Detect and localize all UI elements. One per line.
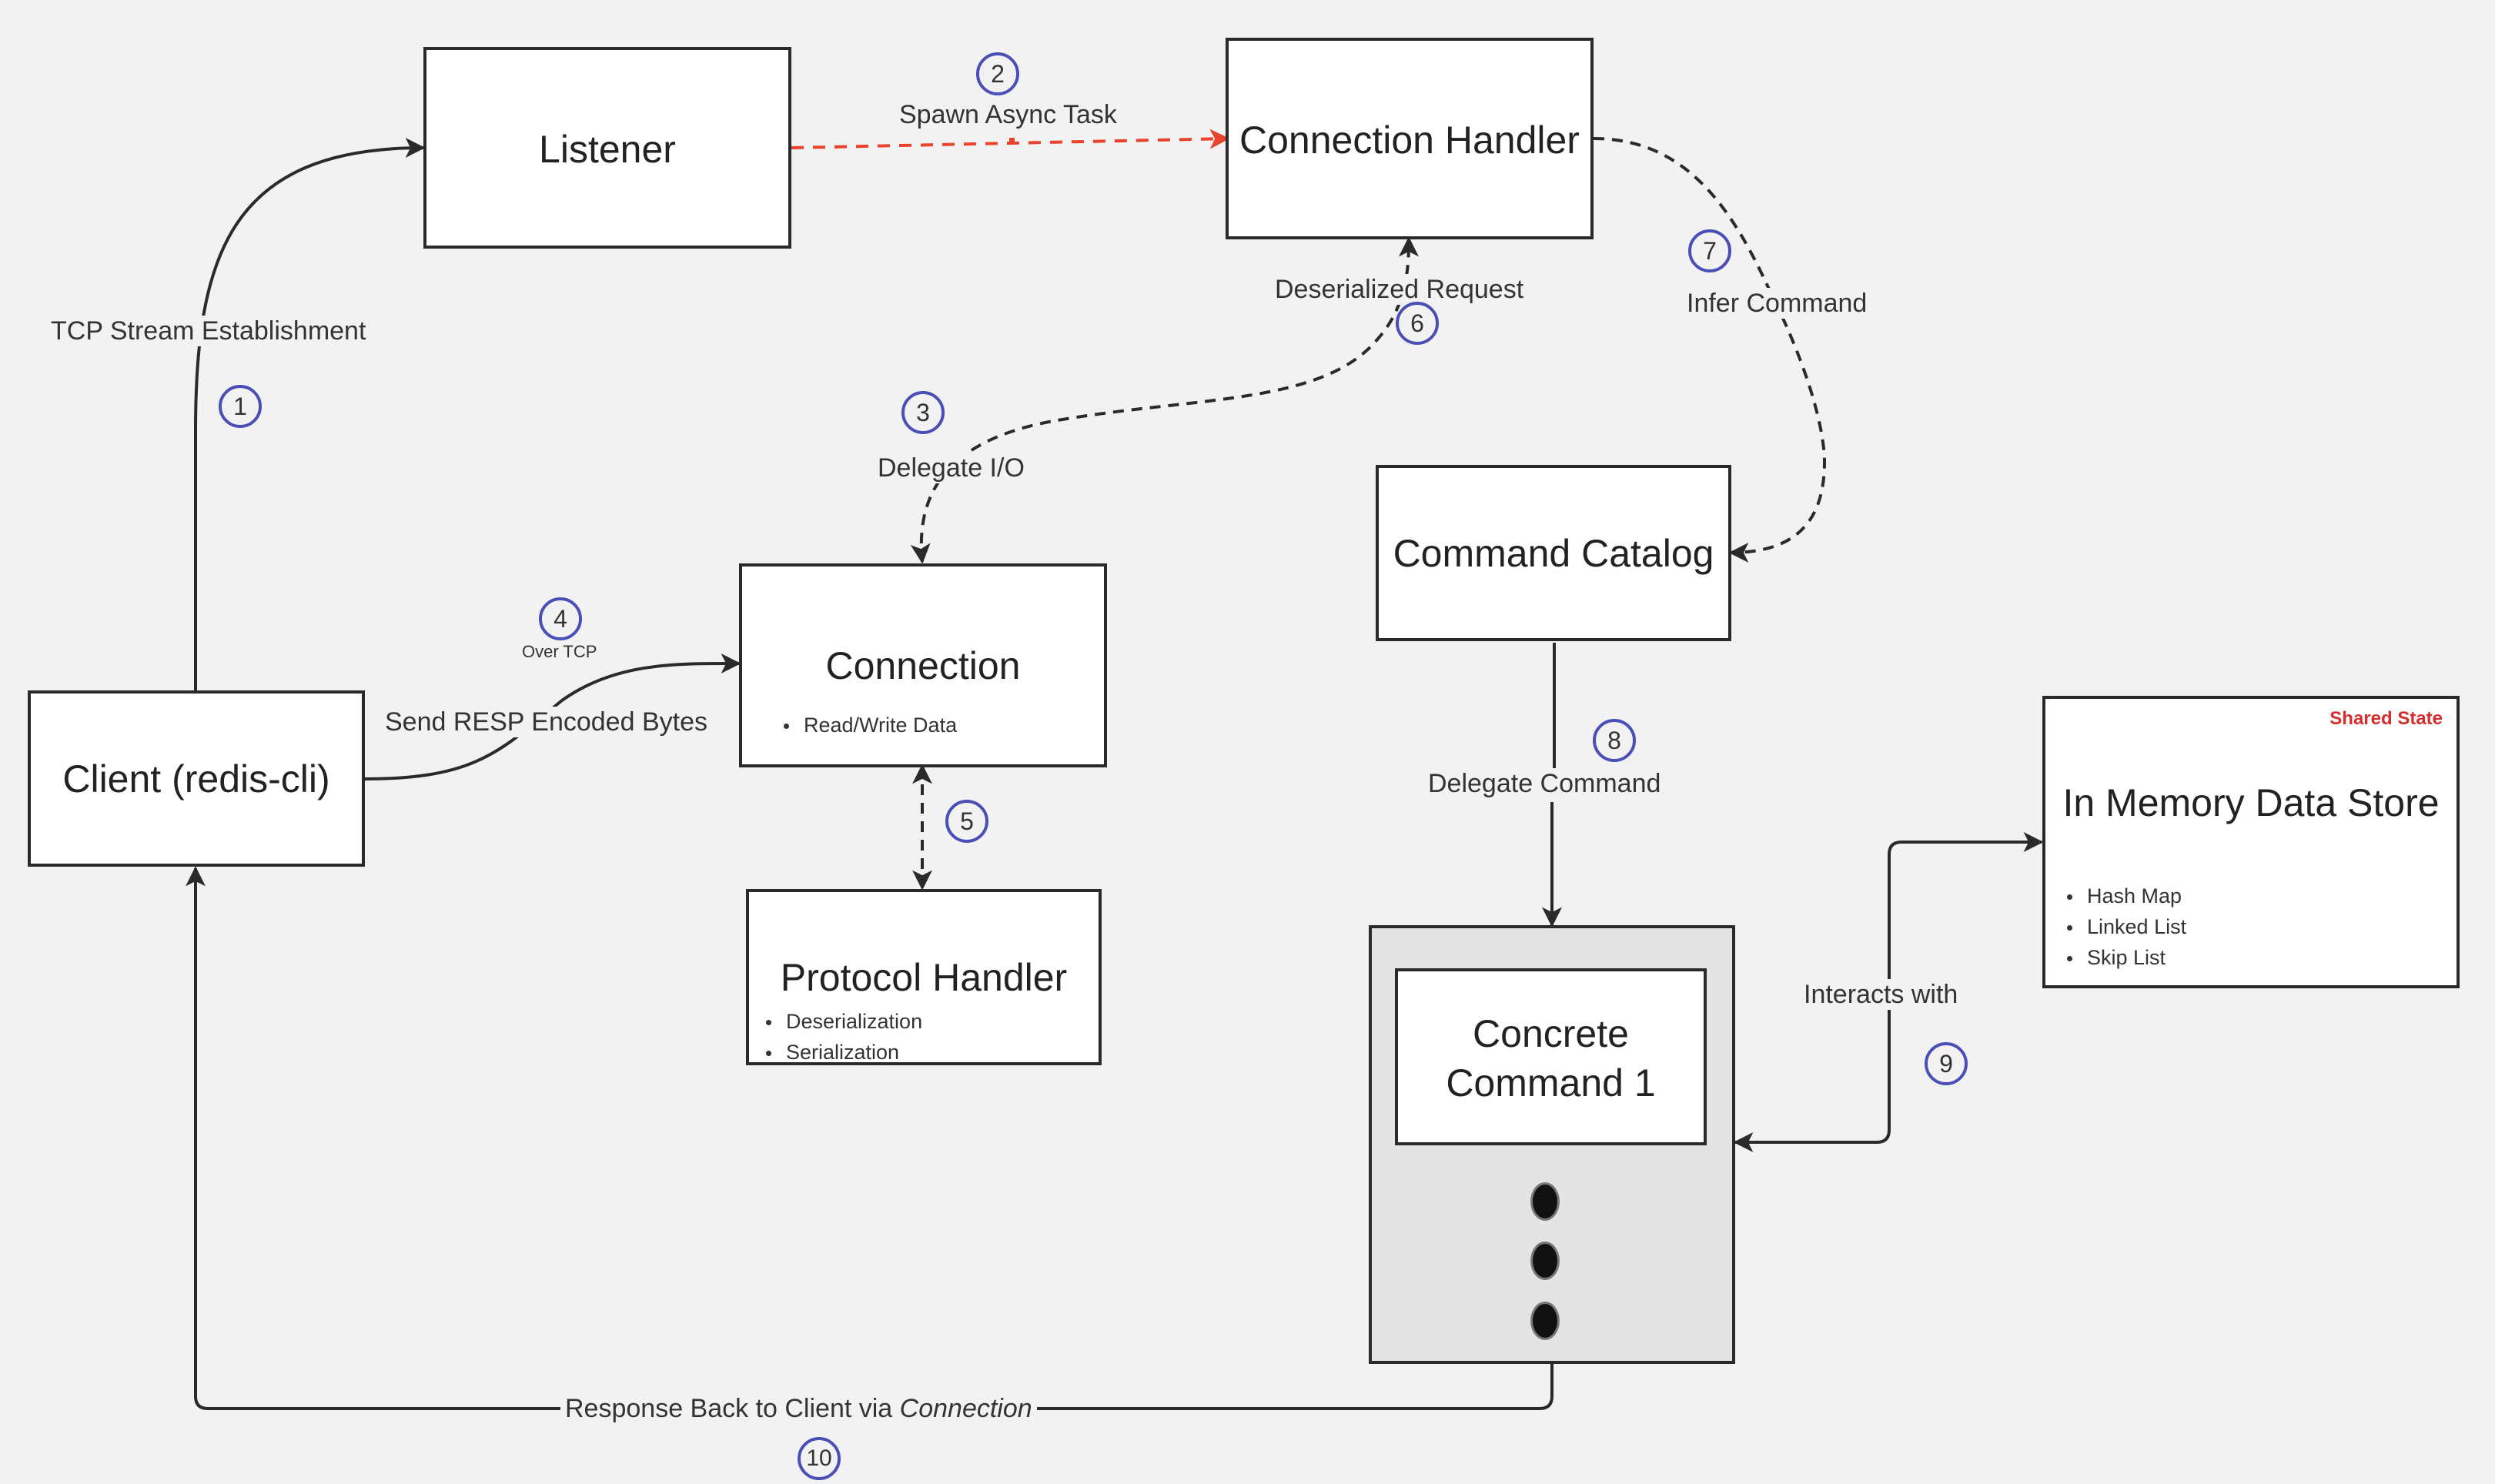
connection-handler-title: Connection Handler <box>1239 119 1580 162</box>
more-commands-dot <box>1530 1242 1560 1280</box>
concrete-command-title-line2: Command 1 <box>1446 1061 1656 1105</box>
data-store-bullet: Hash Map <box>2064 881 2186 911</box>
data-store-node[interactable]: Shared State In Memory Data Store Hash M… <box>2042 696 2460 988</box>
send-resp-note: Over TCP <box>522 642 597 661</box>
step-badge: 5 <box>945 800 988 843</box>
more-commands-dot <box>1530 1182 1560 1221</box>
response-back-label-prefix: Response Back to Client via <box>565 1394 900 1423</box>
edge-send-resp <box>364 653 741 780</box>
delegate-command-label: Delegate Command <box>1423 768 1666 799</box>
send-resp-label: Send RESP Encoded Bytes <box>380 707 712 737</box>
tcp-stream-label: TCP Stream Establishment <box>46 316 371 346</box>
data-store-bullet: Linked List <box>2064 911 2186 942</box>
connection-bullet: Read/Write Data <box>781 710 957 740</box>
response-back-label: Response Back to Client via Connection <box>560 1393 1037 1424</box>
protocol-handler-bullet: Deserialization <box>763 1006 922 1037</box>
client-node[interactable]: Client (redis-cli) <box>28 690 365 867</box>
step-badge: 1 <box>219 385 262 428</box>
step-badge: 10 <box>798 1437 841 1480</box>
edge-delegate-command <box>1552 643 1554 925</box>
shared-state-tag: Shared State <box>2329 708 2443 729</box>
edge-tcp-stream <box>194 138 426 690</box>
more-commands-dot <box>1530 1302 1560 1340</box>
spawn-async-label: Spawn Async Task <box>899 100 1117 129</box>
infer-command-label: Infer Command <box>1682 288 1872 319</box>
protocol-handler-bullet: Serialization <box>763 1037 922 1068</box>
step-badge: 4 <box>539 597 582 640</box>
step-badge: 8 <box>1593 719 1636 762</box>
connection-title: Connection <box>825 644 1021 687</box>
listener-node[interactable]: Listener <box>423 47 791 249</box>
concrete-command-node[interactable]: Concrete Command 1 <box>1395 968 1707 1145</box>
step-badge: 3 <box>901 391 945 434</box>
response-back-label-emphasis: Connection <box>899 1394 1032 1423</box>
client-title: Client (redis-cli) <box>62 757 330 800</box>
edge-infer-command <box>1593 137 1827 563</box>
connection-bullet-list: Read/Write Data <box>781 710 957 740</box>
data-store-title: In Memory Data Store <box>2062 781 2440 824</box>
command-catalog-node[interactable]: Command Catalog <box>1376 465 1731 641</box>
protocol-handler-bullet-list: Deserialization Serialization <box>763 1006 922 1068</box>
edge-delegate-io <box>910 236 1419 564</box>
listener-title: Listener <box>539 128 676 171</box>
step-badge: 2 <box>976 52 1019 95</box>
command-catalog-title: Command Catalog <box>1393 532 1714 575</box>
data-store-bullet-list: Hash Map Linked List Skip List <box>2064 881 2186 973</box>
step-badge: 6 <box>1396 302 1439 345</box>
protocol-handler-node[interactable]: Protocol Handler Deserialization Seriali… <box>746 889 1102 1065</box>
step-badge: 9 <box>1925 1042 1968 1085</box>
command-container[interactable]: Concrete Command 1 <box>1369 925 1735 1364</box>
protocol-handler-title: Protocol Handler <box>780 956 1068 999</box>
connection-node[interactable]: Connection Read/Write Data <box>739 563 1107 767</box>
spawn-midpoint-marker <box>1009 138 1015 143</box>
concrete-command-title-line1: Concrete <box>1473 1012 1629 1055</box>
delegate-io-label: Delegate I/O <box>873 453 1029 483</box>
connection-handler-node[interactable]: Connection Handler <box>1226 38 1594 239</box>
deserialized-request-label: Deserialized Request <box>1270 274 1529 305</box>
interacts-with-label: Interacts with <box>1799 979 1963 1010</box>
data-store-bullet: Skip List <box>2064 942 2186 973</box>
step-badge: 7 <box>1688 229 1731 272</box>
